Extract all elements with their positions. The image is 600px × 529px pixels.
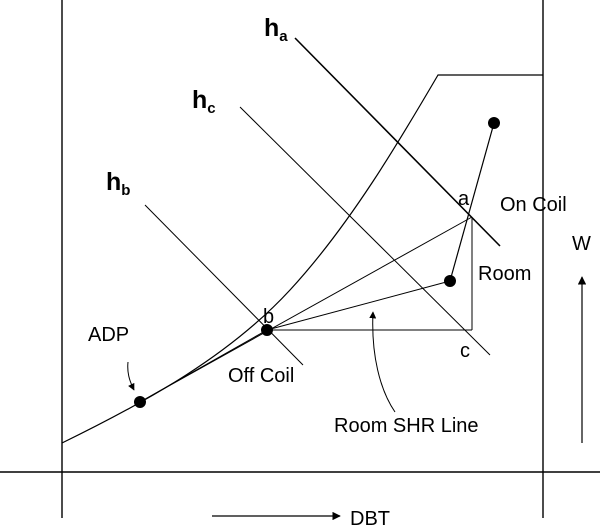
room-shr-line-label: Room SHR Line: [334, 415, 479, 437]
adp-label: ADP: [88, 324, 129, 346]
hc-label: hc: [192, 86, 216, 117]
adp-point: [134, 396, 146, 408]
point-b-label: b: [263, 306, 274, 328]
room-point: [444, 275, 456, 287]
adp-to-b-line: [139, 329, 268, 403]
hb-label: hb: [106, 168, 130, 199]
b-to-room-line: [266, 280, 451, 331]
adp-pointer-arrow: [127, 361, 135, 391]
saturation-curve: [61, 74, 543, 444]
ha-enthalpy-line: [294, 37, 501, 247]
off-coil-point: [261, 324, 273, 336]
ha-label: ha: [264, 14, 288, 45]
mixed-to-on-coil-line: [449, 122, 495, 282]
point-c-label: c: [460, 340, 470, 362]
off-coil-label: Off Coil: [228, 365, 294, 387]
room-shr-pointer-arrow: [369, 311, 396, 413]
on-coil-point: [488, 117, 500, 129]
hb-enthalpy-line: [144, 204, 304, 366]
w-axis-label: W: [572, 233, 591, 255]
hc-enthalpy-line: [239, 106, 491, 356]
dbt-axis-label: DBT: [350, 508, 390, 529]
point-a-label: a: [458, 188, 470, 210]
room-label: Room: [478, 263, 531, 285]
on-coil-label: On Coil: [500, 194, 567, 216]
